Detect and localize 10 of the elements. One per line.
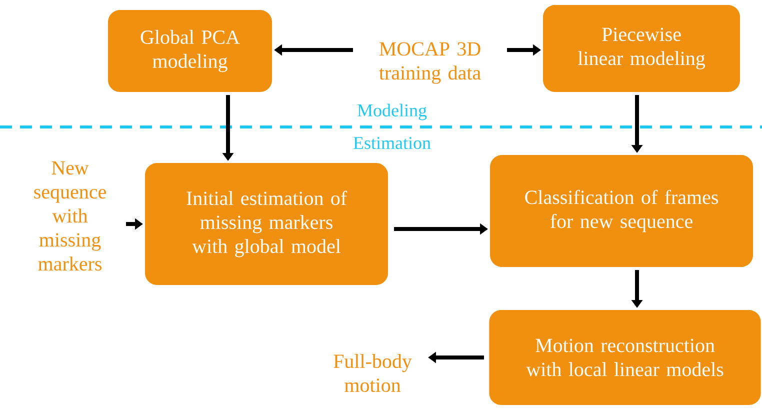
section-label: Modeling bbox=[357, 104, 427, 120]
process-box: Motion reconstruction with local linear models bbox=[489, 310, 761, 405]
output-text: Full-body motion bbox=[334, 354, 412, 392]
input-text: New sequence with missing markers bbox=[34, 161, 106, 271]
section-label: Estimation bbox=[353, 136, 431, 150]
process-box: Initial estimation of missing markers with global model bbox=[145, 163, 388, 285]
process-box: Global PCA modeling bbox=[108, 10, 272, 92]
input-text: MOCAP 3D training data bbox=[379, 42, 481, 84]
process-box: Piecewise linear modeling bbox=[543, 5, 740, 92]
process-box: Classification of frames for new sequence bbox=[490, 155, 753, 267]
